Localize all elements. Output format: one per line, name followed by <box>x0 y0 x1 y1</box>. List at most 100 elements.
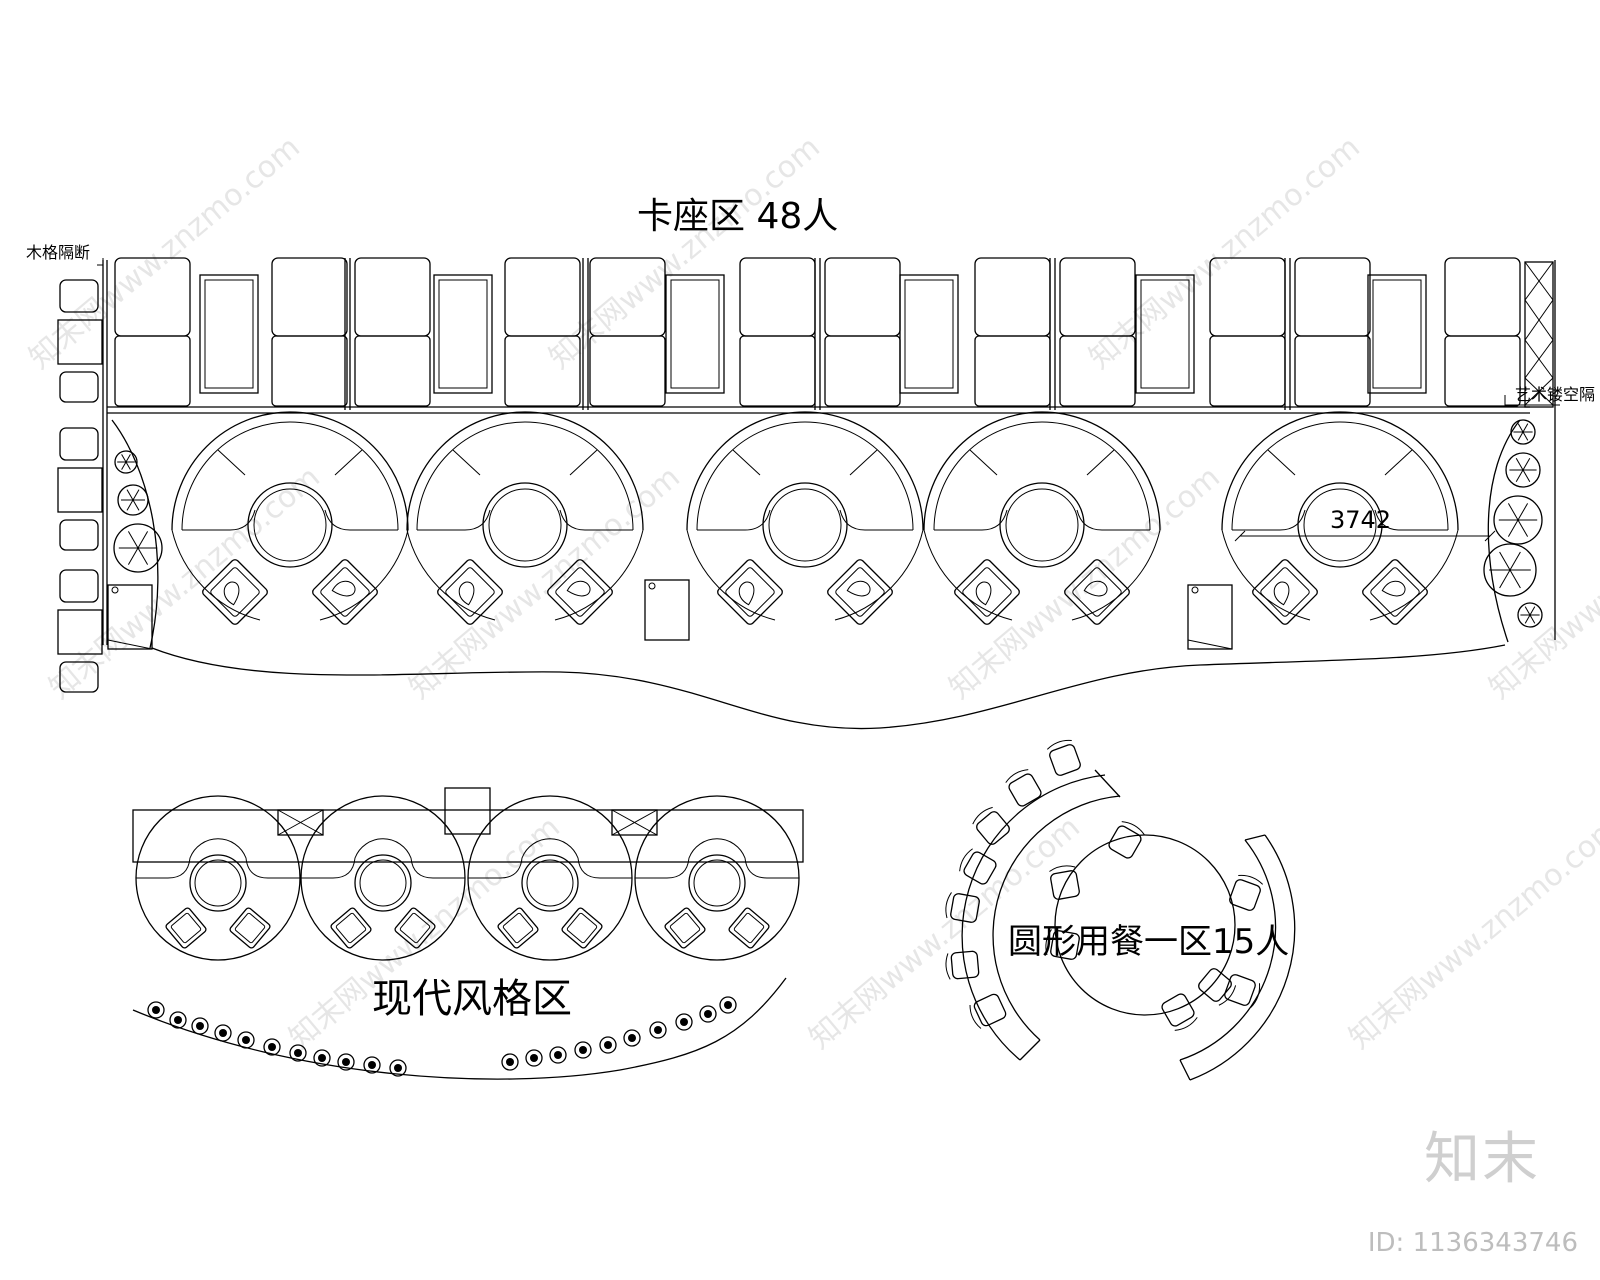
chair-icon <box>437 559 503 625</box>
chair-icon <box>1049 865 1080 900</box>
table-icon <box>199 274 259 394</box>
plant-icon <box>1517 602 1543 628</box>
plant-icon <box>147 1001 165 1019</box>
sofa-icon <box>504 335 581 407</box>
chair-icon <box>1161 993 1198 1031</box>
chair-icon-group <box>945 739 1264 1031</box>
chair-icon <box>59 371 99 403</box>
plant-icon <box>649 1021 667 1039</box>
chair-icon <box>1045 929 1080 960</box>
sofa-icon <box>1444 335 1521 407</box>
chair-icon <box>59 427 99 461</box>
chair-icon <box>972 806 1010 845</box>
chair-icon <box>59 569 99 603</box>
sofa-icon <box>739 335 816 407</box>
plant-icon <box>337 1053 355 1071</box>
dimension-label: 3742 <box>1330 506 1391 534</box>
sofa-icon <box>406 411 644 531</box>
modern-round-booths <box>135 795 800 961</box>
wood-partition-seating <box>57 279 103 693</box>
round-dining-area <box>945 739 1296 1081</box>
modern-style-area <box>132 787 804 1080</box>
chair-icon <box>1108 821 1145 859</box>
table-icon <box>1367 274 1427 394</box>
chair-icon <box>497 907 539 949</box>
plant-icon <box>501 1053 519 1071</box>
art-partition <box>1524 261 1554 408</box>
sofa-icon <box>1444 257 1521 337</box>
chair-icon <box>945 892 980 923</box>
chair-icon <box>59 279 99 313</box>
plant-icon <box>549 1046 567 1064</box>
watermark-logo: 知末 <box>1424 1127 1540 1192</box>
art-partition-label: 艺术镂空隔 <box>1515 385 1595 404</box>
booth-sofa-row <box>114 257 1521 410</box>
plant-icon <box>237 1031 255 1049</box>
chair-icon <box>229 907 271 949</box>
table-icon <box>899 274 959 394</box>
table-icon <box>433 274 493 394</box>
booth-area: 3742 <box>57 257 1560 730</box>
plant-icon <box>114 450 138 474</box>
plant-icon <box>623 1029 641 1047</box>
plant-icon <box>699 1005 717 1023</box>
chair-icon <box>1252 559 1318 625</box>
table-icon <box>521 854 579 912</box>
sofa-icon <box>739 257 816 337</box>
chair-icon <box>1229 874 1264 911</box>
modern-area-label: 现代风格区 <box>372 976 572 1022</box>
wood-partition-label: 木格隔断 <box>26 243 90 262</box>
plant-icon <box>1510 419 1536 445</box>
sofa-icon <box>271 257 348 337</box>
sofa-icon <box>1294 335 1371 407</box>
plant-icon <box>574 1041 592 1059</box>
watermark-text: 知末网www.znzmo.com <box>1343 810 1600 1056</box>
sofa-icon <box>114 335 191 407</box>
plant-icon <box>169 1011 187 1029</box>
plant-icon <box>675 1013 693 1031</box>
sofa-icon <box>589 335 666 407</box>
watermark-text: 知末网www.znzmo.com <box>943 460 1227 706</box>
sofa-icon <box>974 257 1051 337</box>
table-icon <box>762 482 848 568</box>
chair-icon <box>1046 739 1081 776</box>
table-icon <box>57 467 103 513</box>
table-icon <box>247 482 333 568</box>
plant-icon <box>1493 495 1543 545</box>
sofa-icon <box>824 335 901 407</box>
plant-icon <box>191 1017 209 1035</box>
sofa-icon <box>923 411 1161 531</box>
table-icon <box>688 854 746 912</box>
chair-icon <box>1362 559 1428 625</box>
chair-icon <box>664 907 706 949</box>
chair-icon <box>945 950 980 980</box>
chair-icon <box>1224 974 1261 1009</box>
plant-icon <box>214 1024 232 1042</box>
chair-icon <box>969 993 1007 1029</box>
image-id: ID: 1136343746 <box>1367 1228 1578 1258</box>
table-icon <box>482 482 568 568</box>
plant-icon-row <box>147 996 737 1077</box>
sofa-icon <box>1059 335 1136 407</box>
sofa-icon <box>1294 257 1371 337</box>
table-icon <box>189 854 247 912</box>
side-tables <box>107 579 1233 650</box>
sofa-icon <box>1209 335 1286 407</box>
plant-icon <box>389 1059 407 1077</box>
plant-icon <box>117 484 149 516</box>
plant-icon <box>289 1044 307 1062</box>
watermark-text: 知末网www.znzmo.com <box>1483 460 1600 706</box>
chair-icon <box>954 559 1020 625</box>
chair-icon <box>1198 968 1237 1006</box>
sofa-icon <box>504 257 581 337</box>
table-icon <box>1135 274 1195 394</box>
semicircle-booths <box>171 411 1459 625</box>
chair-icon <box>827 559 893 625</box>
sofa-icon <box>354 257 431 337</box>
sofa-icon <box>271 335 348 407</box>
sofa-icon <box>686 411 924 531</box>
watermark-text: 知末网www.znzmo.com <box>43 460 327 706</box>
chair-icon <box>959 848 997 885</box>
chair-icon <box>165 907 207 949</box>
